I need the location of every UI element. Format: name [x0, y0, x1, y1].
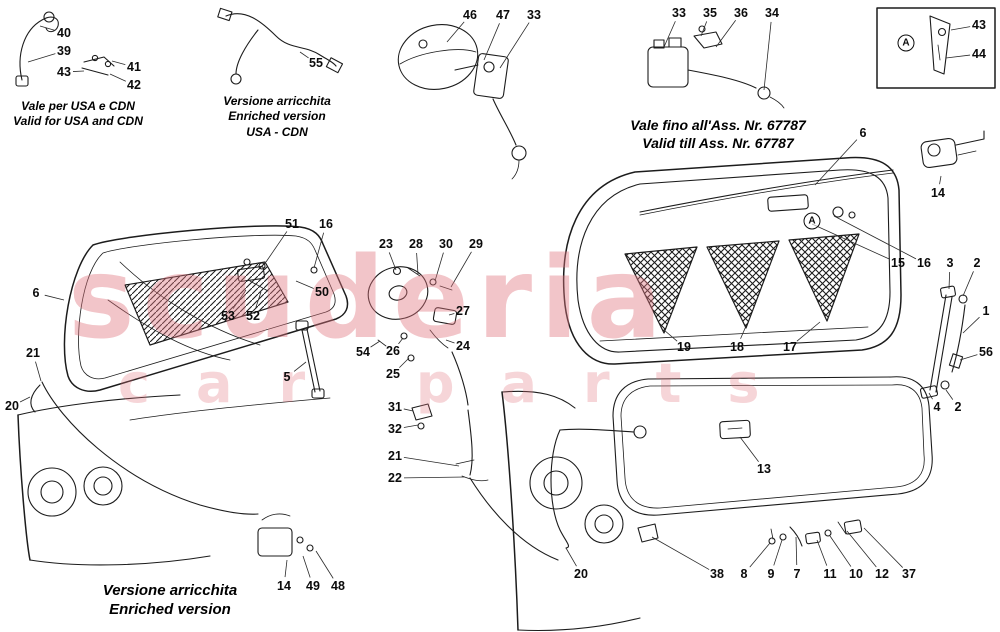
- callout-30: 30: [439, 236, 453, 251]
- callout-37: 37: [902, 566, 916, 581]
- callout-24: 24: [456, 338, 470, 353]
- fuel-flap-lock-art: [397, 24, 527, 180]
- lock-cylinder-art: [920, 130, 985, 169]
- callout-7: 7: [793, 566, 801, 581]
- watermark-carparts: car parts: [118, 352, 806, 415]
- callout-19: 19: [677, 339, 691, 354]
- callout-14: 14: [931, 185, 945, 200]
- callout-13: 13: [757, 461, 771, 476]
- callout-51: 51: [285, 216, 299, 231]
- callout-11: 11: [823, 566, 837, 581]
- callout-3: 3: [946, 255, 954, 270]
- callout-54: 54: [356, 344, 370, 359]
- fastener-group-art: [768, 519, 863, 547]
- bracket-box-art: [876, 7, 996, 89]
- callout-36: 36: [734, 5, 748, 20]
- callout-26: 26: [386, 343, 400, 358]
- callout-47: 47: [496, 7, 510, 22]
- strut-art: [919, 285, 968, 399]
- left-fuel-flap-art: [367, 266, 559, 561]
- callout-14: 14: [277, 578, 291, 593]
- callout-42: 42: [127, 77, 141, 92]
- callout-44: 44: [972, 46, 986, 61]
- callout-40: 40: [57, 25, 71, 40]
- callout-32: 32: [388, 421, 402, 436]
- center-lid-art: [562, 156, 902, 365]
- callout-5: 5: [283, 369, 291, 384]
- callout-6: 6: [32, 285, 40, 300]
- callout-20: 20: [5, 398, 19, 413]
- left-lid-art: [63, 225, 349, 399]
- gasket-art: [550, 376, 933, 549]
- callout-9: 9: [767, 566, 775, 581]
- callout-49: 49: [306, 578, 320, 593]
- callout-2: 2: [973, 255, 981, 270]
- callout-A: A: [897, 34, 915, 52]
- callout-43: 43: [57, 64, 71, 79]
- callout-46: 46: [463, 7, 477, 22]
- callout-10: 10: [849, 566, 863, 581]
- callout-50: 50: [315, 284, 329, 299]
- callout-23: 23: [379, 236, 393, 251]
- watermark-scuderia: scuderia: [68, 234, 671, 364]
- callout-48: 48: [331, 578, 345, 593]
- callout-39: 39: [57, 43, 71, 58]
- callout-43: 43: [972, 17, 986, 32]
- callout-21: 21: [388, 448, 402, 463]
- callout-34: 34: [765, 5, 779, 20]
- actuator-art: [647, 25, 785, 109]
- callout-16: 16: [319, 216, 333, 231]
- enriched-cable-art: [217, 7, 344, 85]
- callout-2: 2: [954, 399, 962, 414]
- callout-33: 33: [527, 7, 541, 22]
- callout-52: 52: [246, 308, 260, 323]
- callout-1: 1: [982, 303, 990, 318]
- callout-31: 31: [388, 399, 402, 414]
- callout-18: 18: [730, 339, 744, 354]
- callout-35: 35: [703, 5, 717, 20]
- callout-55: 55: [309, 55, 323, 70]
- callout-28: 28: [409, 236, 423, 251]
- usa-cdn-cable-art: [15, 11, 115, 87]
- callout-53: 53: [221, 308, 235, 323]
- callout-33: 33: [672, 5, 686, 20]
- callout-17: 17: [783, 339, 797, 354]
- callout-A: A: [803, 212, 821, 230]
- right-car-rear-art: [501, 390, 641, 632]
- left-car-rear-art: [17, 381, 331, 566]
- callout-22: 22: [388, 470, 402, 485]
- callout-20: 20: [574, 566, 588, 581]
- callout-4: 4: [933, 399, 941, 414]
- callout-8: 8: [740, 566, 748, 581]
- callout-15: 15: [891, 255, 905, 270]
- callout-29: 29: [469, 236, 483, 251]
- callout-38: 38: [710, 566, 724, 581]
- callout-27: 27: [456, 303, 470, 318]
- callout-6: 6: [859, 125, 867, 140]
- callout-56: 56: [979, 344, 993, 359]
- callout-25: 25: [386, 366, 400, 381]
- callout-16: 16: [917, 255, 931, 270]
- callout-12: 12: [875, 566, 889, 581]
- callout-41: 41: [127, 59, 141, 74]
- callout-21: 21: [26, 345, 40, 360]
